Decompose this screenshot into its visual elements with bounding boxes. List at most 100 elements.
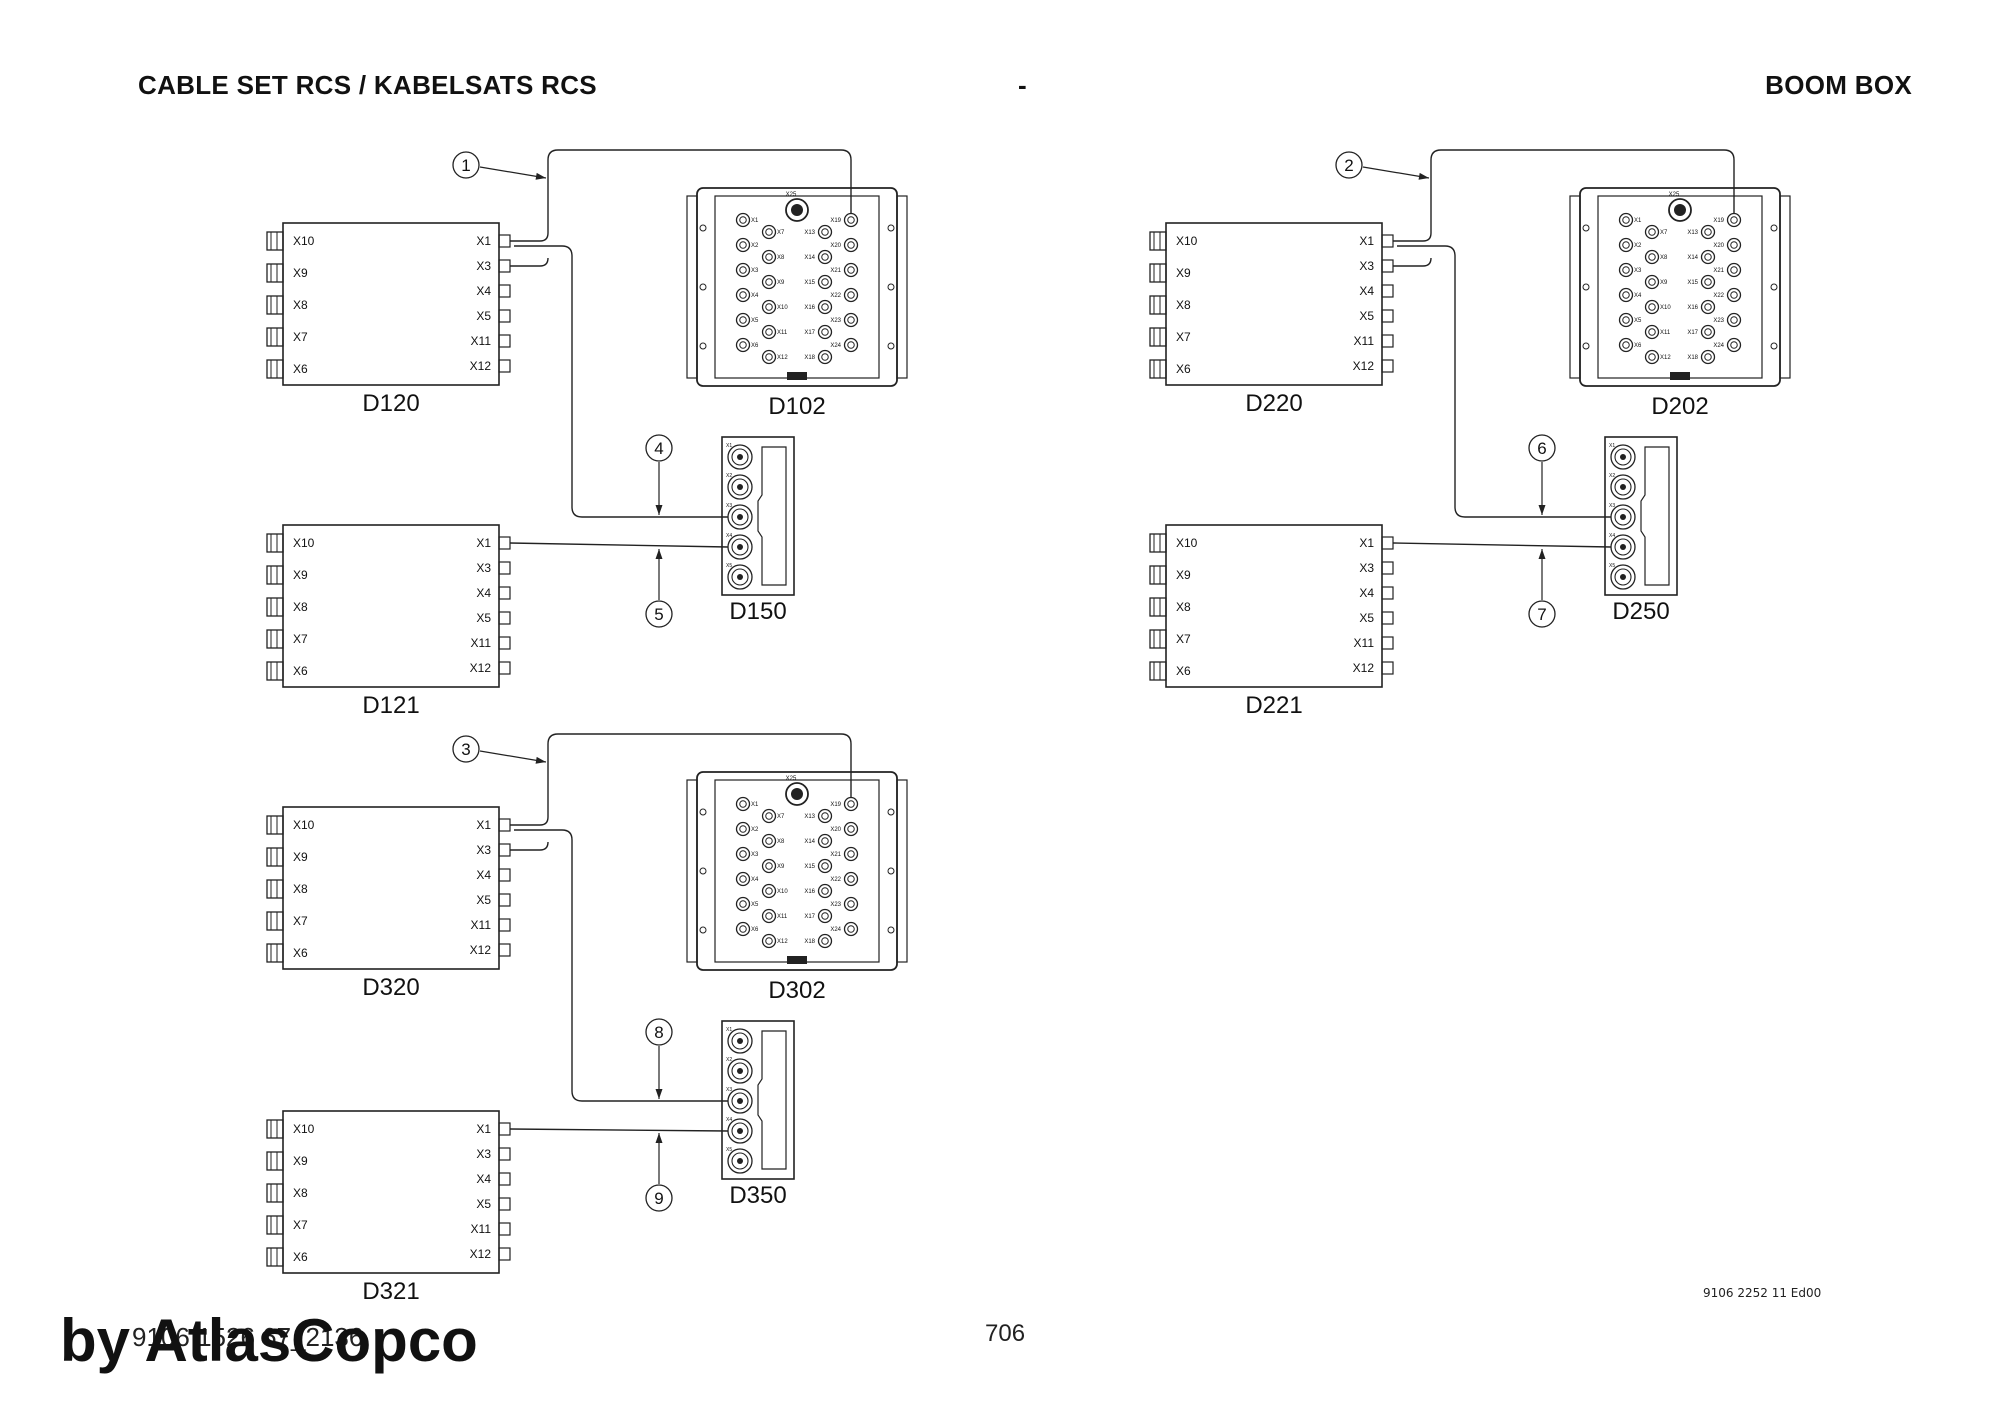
hub-port-label: X24: [1713, 343, 1724, 349]
hub-port-label: X11: [1660, 330, 1671, 336]
hub-port-label: X11: [777, 914, 788, 920]
hub-port: [1618, 212, 1634, 228]
hub-port: [735, 212, 751, 228]
hub-port: [1618, 237, 1634, 253]
hub-port: [817, 274, 833, 290]
strip-port-ring: [731, 1062, 749, 1080]
hub-port: [735, 262, 751, 278]
cable-wire: [510, 733, 852, 826]
strip-port: [727, 564, 753, 590]
ecu-port-label: X3: [476, 1147, 491, 1161]
ecu-right-connector: [498, 818, 511, 832]
callout-arrowhead: [655, 1133, 663, 1143]
ecu-port-label: X11: [471, 918, 492, 932]
hub-mount-hole: [699, 926, 707, 934]
hub-body: [1579, 187, 1781, 387]
strip-label-window: [757, 1030, 787, 1170]
ecu-port-label: X9: [1176, 568, 1191, 582]
ecu-port-label: X4: [476, 284, 491, 298]
hub-port-pin: [739, 241, 747, 249]
hub-port: [761, 274, 777, 290]
ecu-port-label: X5: [476, 309, 491, 323]
hub-port: [1726, 337, 1742, 353]
hub-mount-hole: [887, 224, 895, 232]
ecu-left-connector: [1149, 661, 1167, 681]
strip-port-pin: [737, 1158, 743, 1164]
hub-port: [1644, 299, 1660, 315]
hub-port-label: X25: [786, 192, 797, 198]
hub-port: [735, 871, 751, 887]
page-number: 706: [985, 1320, 1026, 1347]
hub-port: [1700, 299, 1716, 315]
hub-port: [735, 237, 751, 253]
power-port: [1668, 198, 1692, 222]
callout-leader: [479, 166, 547, 179]
hub-mount-hole: [887, 926, 895, 934]
ecu-right-connector: [498, 284, 511, 298]
power-port-core: [791, 788, 803, 800]
hub-port-label: X1: [751, 218, 759, 224]
hub-mount-hole: [699, 224, 707, 232]
ecu-port-label: X4: [476, 586, 491, 600]
callout-bubble: [645, 1018, 673, 1046]
ecu-right-connector: [1381, 661, 1394, 675]
hub-port-label: X12: [1660, 355, 1671, 361]
hub-port-label: X12: [777, 939, 788, 945]
ecu-port-label: X7: [293, 914, 308, 928]
ecu-port-label: X7: [293, 330, 308, 344]
strip-port-pin: [1620, 484, 1626, 490]
hub-port-pin: [821, 303, 829, 311]
callout-bubble: [1528, 600, 1556, 628]
strip-port-pin: [737, 1038, 743, 1044]
hub-port: [761, 224, 777, 240]
hub-mount-hole: [1582, 224, 1590, 232]
ecu-label: D321: [362, 1278, 419, 1305]
callout-bubble: [452, 151, 480, 179]
hub-label-plate: [787, 956, 807, 964]
hub-port-pin: [1704, 278, 1712, 286]
strip-port-pin: [737, 574, 743, 580]
hub-port-pin: [739, 850, 747, 858]
hub-port-pin: [765, 353, 773, 361]
ecu-port-label: X4: [1359, 284, 1374, 298]
ecu-label: D120: [362, 390, 419, 417]
ecu-right-connector: [498, 611, 511, 625]
hub-port-label: X18: [804, 939, 815, 945]
ecu-port-label: X5: [476, 611, 491, 625]
strip-port-label: X2: [1609, 473, 1615, 479]
hub-port: [735, 821, 751, 837]
strip-port-ring: [1614, 448, 1632, 466]
strip-port-label: X2: [726, 1057, 732, 1063]
hub-port-label: X2: [751, 243, 759, 249]
ecu-right-connector: [498, 943, 511, 957]
ecu-port-label: X1: [476, 536, 491, 550]
hub-port-pin: [847, 241, 855, 249]
hub-port: [1644, 249, 1660, 265]
hub-port-pin: [739, 316, 747, 324]
hub-port-label: X8: [777, 839, 785, 845]
strip-port-label: X3: [1609, 503, 1615, 509]
hub-port-label: X2: [751, 827, 759, 833]
hub-port: [817, 808, 833, 824]
ecu-left-connector: [1149, 359, 1167, 379]
hub-port: [761, 349, 777, 365]
ecu-right-connector: [498, 359, 511, 373]
hub-mount-flange: [686, 195, 698, 379]
ecu-left-connector: [1149, 629, 1167, 649]
hub-port: [817, 933, 833, 949]
callout-leader: [479, 750, 547, 763]
callout-bubble: [1335, 151, 1363, 179]
ecu-port-label: X10: [293, 234, 315, 248]
hub-port-label: X11: [777, 330, 788, 336]
hub-port-label: X7: [777, 814, 785, 820]
ethernet-hub: X25X1X2X3X4X5X6X7X8X9X10X11X12X13X14X15X…: [686, 187, 908, 420]
ecu-right-connector: [498, 1122, 511, 1136]
ecu-port-label: X10: [1176, 536, 1198, 550]
callout-number: 2: [1344, 156, 1353, 175]
strip-body: [721, 1020, 795, 1180]
